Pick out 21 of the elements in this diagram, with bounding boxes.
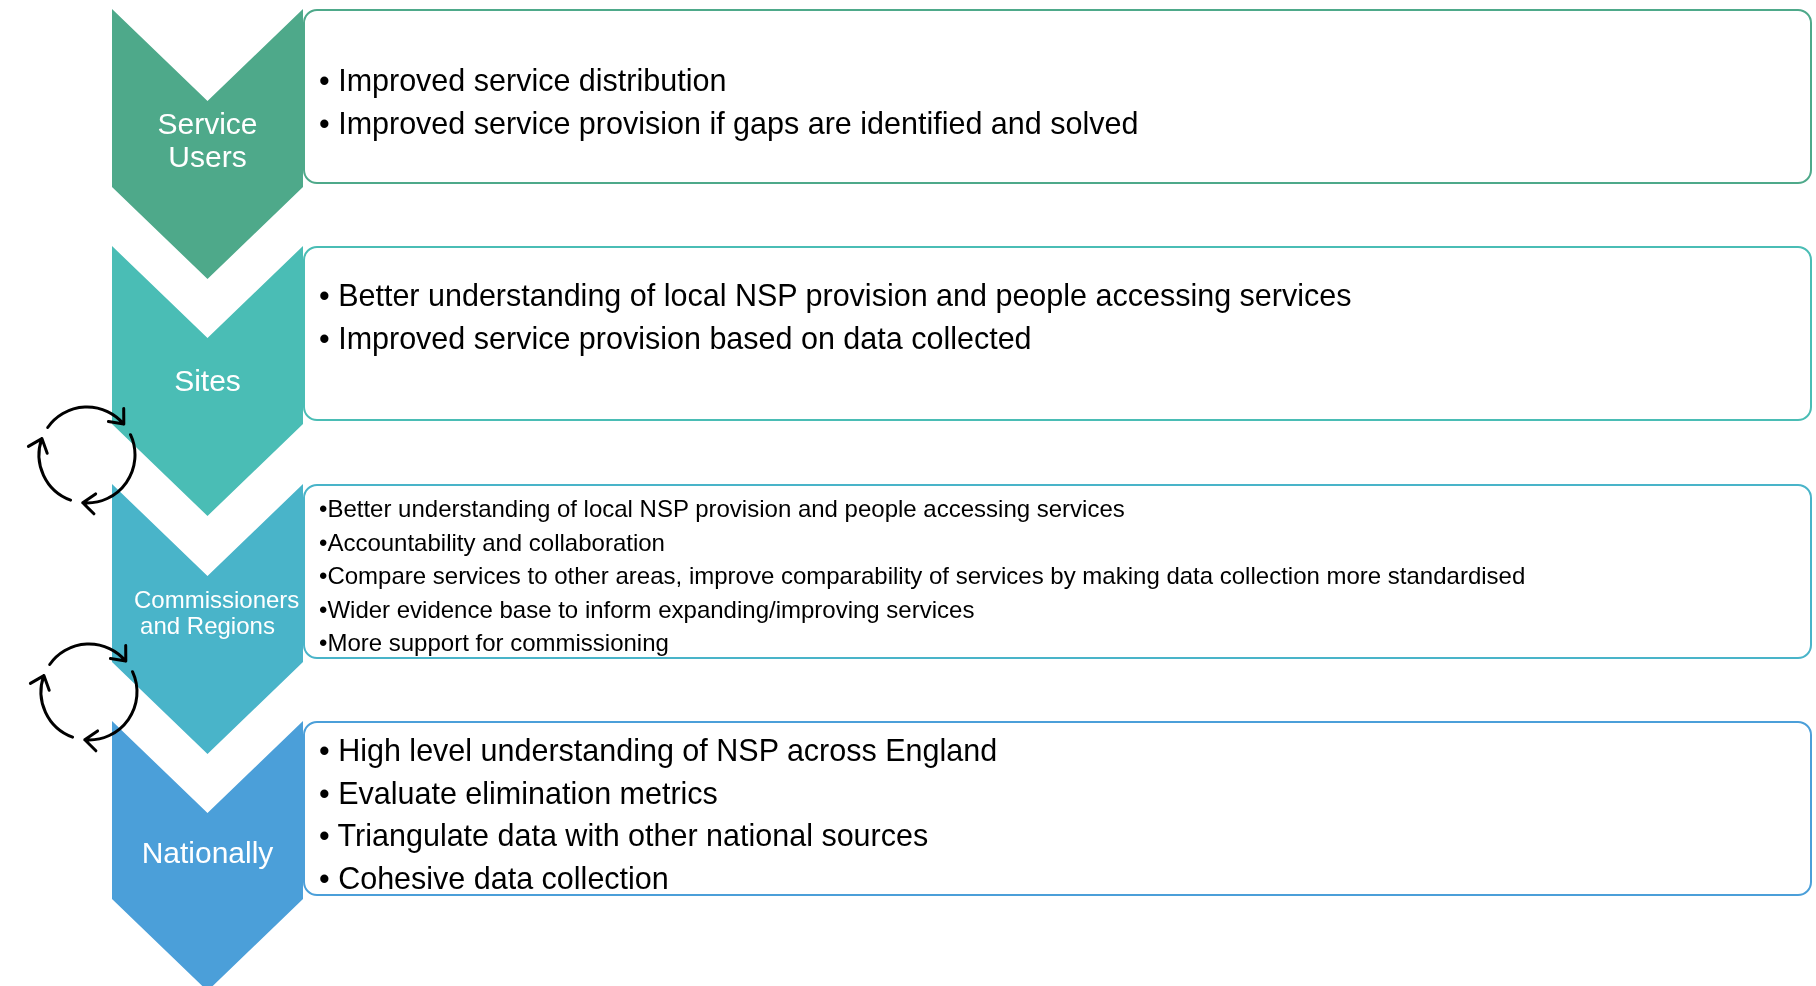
bullet-item: • Triangulate data with other national sources	[319, 817, 930, 855]
bullet-item: • Evaluate elimination metrics	[319, 774, 719, 812]
bullet-item: • Cohesive data collection	[319, 860, 670, 898]
bullet-item: •Better understanding of local NSP provision and people accessing services	[319, 494, 1126, 524]
outcome-box	[303, 246, 1812, 421]
outcome-box	[303, 484, 1812, 659]
stage-label: Nationally	[140, 836, 275, 869]
bullet-item: •Compare services to other areas, improve comparability of services by making data collection more standardised	[319, 561, 1527, 592]
stage-label: Sites	[173, 364, 242, 397]
bullet-item: • Improved service distribution	[319, 62, 728, 100]
stage-label: Commissioners and Regions	[133, 587, 301, 640]
bullet-item: • Better understanding of local NSP provision and people accessing services	[319, 277, 1353, 315]
bullet-item: •Wider evidence base to inform expanding/improving services	[319, 594, 976, 625]
outcome-box	[303, 9, 1812, 184]
bullet-item: • Improved service provision if gaps are identified and solved	[319, 104, 1140, 143]
outcome-box	[303, 721, 1812, 896]
bullet-item: •Accountability and collaboration	[319, 527, 666, 558]
bullet-item: •More support for commissioning	[319, 628, 670, 659]
stage-label: Service Users	[156, 107, 259, 173]
bullet-item: • Improved service provision based on data collected	[319, 319, 1033, 358]
bullet-item: • High level understanding of NSP across England	[319, 732, 999, 770]
